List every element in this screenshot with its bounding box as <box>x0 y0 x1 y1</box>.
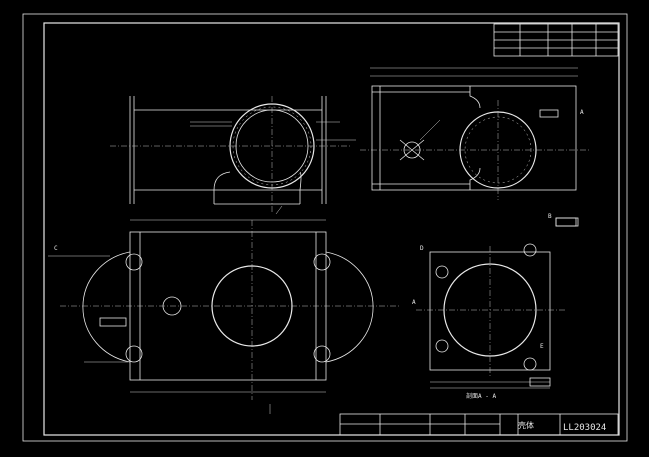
outer-frame <box>22 13 628 442</box>
section-label: 剖面A - A <box>466 392 496 400</box>
inner-frame <box>43 22 620 436</box>
part-name: 壳体 <box>518 420 534 430</box>
callout-letter: D <box>420 245 424 252</box>
plan-view <box>48 219 400 414</box>
revision-block <box>493 23 619 57</box>
section-cut-marker: A <box>412 299 416 306</box>
drawing-number: LL203024 <box>563 423 606 433</box>
title-block <box>339 413 619 436</box>
callout-letter: A <box>580 109 584 116</box>
section-view <box>416 217 577 389</box>
callout-letter: E <box>540 343 544 350</box>
side-view <box>360 67 590 227</box>
callout-letter: C <box>54 245 58 252</box>
callout-letter: B <box>548 213 552 220</box>
front-view <box>110 96 356 215</box>
